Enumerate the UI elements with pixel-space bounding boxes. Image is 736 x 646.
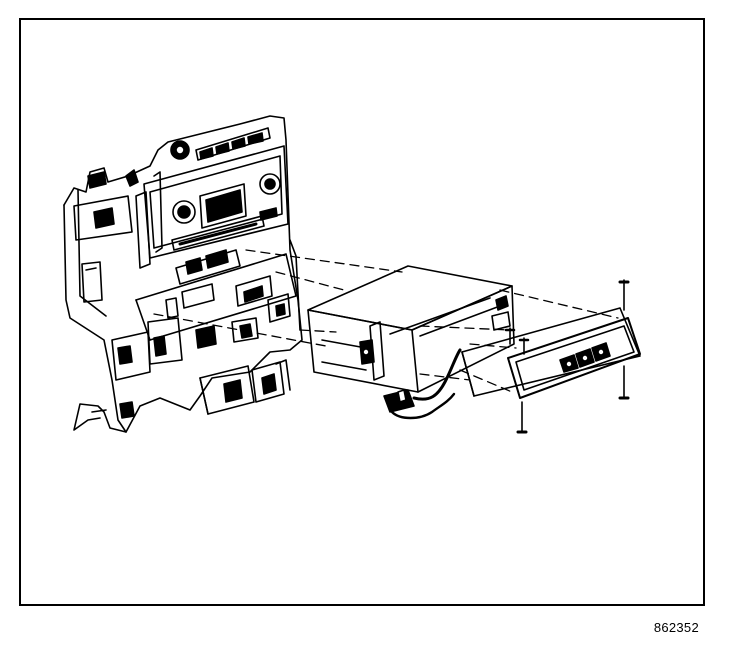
instrument-panel-carrier bbox=[63, 115, 303, 433]
wiring-connector bbox=[383, 348, 462, 420]
mounting-screws bbox=[504, 279, 630, 434]
figure-number: 862352 bbox=[653, 620, 699, 635]
radio-trim-panel bbox=[461, 307, 641, 399]
